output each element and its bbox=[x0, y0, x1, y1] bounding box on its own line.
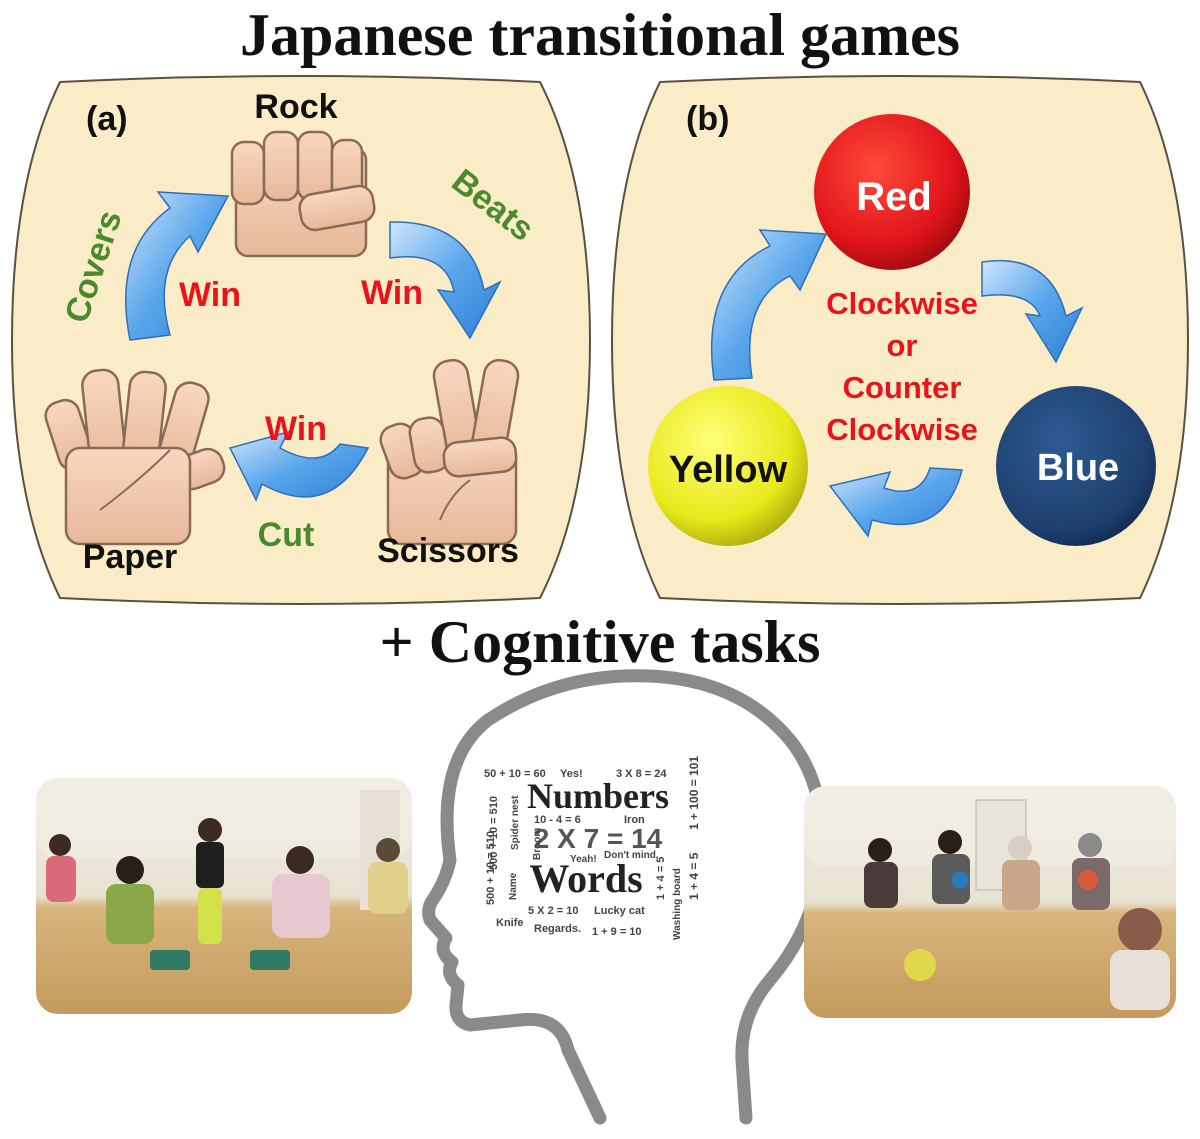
red-ball bbox=[814, 114, 970, 270]
cloud-eq-big: 2 X 7 = 14 bbox=[534, 823, 663, 854]
panel-b-label: (b) bbox=[686, 100, 729, 138]
cloud-vert-4: Name bbox=[508, 872, 519, 900]
arrow-blue-to-yellow bbox=[828, 467, 963, 538]
cloud-small-6: Don't mind. bbox=[604, 850, 659, 861]
yellow-label: Yellow bbox=[669, 449, 788, 491]
win-label-left: Win bbox=[179, 276, 241, 314]
scissors-label: Scissors bbox=[377, 532, 519, 570]
cloud-vert-0: 500 + 10 = 510 bbox=[488, 796, 500, 870]
arrow-scissors-to-paper bbox=[228, 430, 370, 502]
cloud-vert-7: 1 + 4 = 5 bbox=[687, 852, 701, 900]
blue-label: Blue bbox=[1037, 447, 1119, 489]
cloud-small-9: Knife bbox=[496, 917, 524, 929]
word-cloud: Numbers 2 X 7 = 14 Words 50 + 10 = 60 Ye… bbox=[484, 756, 701, 940]
cloud-small-4: Iron bbox=[624, 814, 645, 826]
cloud-words: Words bbox=[529, 856, 642, 901]
cloud-vert-5: 1 + 100 = 101 bbox=[687, 756, 701, 830]
cloud-small-5: Yeah! bbox=[570, 854, 597, 865]
arrow-yellow-to-red bbox=[710, 229, 828, 381]
yellow-ball bbox=[648, 386, 808, 546]
blue-ball bbox=[996, 386, 1156, 546]
paper-hand-icon bbox=[44, 368, 226, 546]
cloud-small-11: 1 + 9 = 10 bbox=[592, 926, 642, 938]
cloud-small-2: 3 X 8 = 24 bbox=[616, 768, 667, 780]
direction-line-1: Clockwise bbox=[826, 286, 978, 321]
arrow-paper-to-rock bbox=[124, 191, 230, 341]
cloud-vert-2: Broom bbox=[532, 828, 543, 860]
paper-label: Paper bbox=[83, 538, 178, 576]
main-title: Japanese transitional games bbox=[240, 2, 960, 68]
arrow-rock-to-scissors bbox=[389, 221, 502, 340]
direction-line-3: Counter bbox=[843, 370, 962, 405]
cloud-vert-1: Spider nest bbox=[510, 795, 521, 850]
subtitle: + Cognitive tasks bbox=[379, 609, 821, 675]
cloud-small-1: Yes! bbox=[560, 768, 583, 780]
cloud-vert-3: 500 + 10 = 510 bbox=[485, 831, 497, 905]
cloud-small-3: 10 - 4 = 6 bbox=[534, 814, 581, 826]
arrow-red-to-blue bbox=[981, 259, 1084, 364]
photo-exercise-right bbox=[804, 786, 1176, 1018]
panel-a-label: (a) bbox=[86, 100, 128, 138]
direction-line-4: Clockwise bbox=[826, 412, 978, 447]
cloud-small-7: 5 X 2 = 10 bbox=[528, 905, 578, 917]
cloud-small-10: Regards. bbox=[534, 923, 581, 935]
cloud-small-8: Lucky cat bbox=[594, 905, 645, 917]
direction-line-2: or bbox=[887, 328, 918, 363]
red-label: Red bbox=[856, 175, 932, 219]
cloud-small-0: 50 + 10 = 60 bbox=[484, 768, 546, 780]
rock-hand-icon bbox=[230, 130, 376, 258]
cloud-numbers: Numbers bbox=[527, 776, 669, 816]
cut-label: Cut bbox=[258, 516, 315, 554]
win-label-right: Win bbox=[361, 274, 423, 312]
cloud-small-12: 1 + 4 = 5 bbox=[655, 857, 667, 900]
rock-label: Rock bbox=[254, 88, 337, 126]
photo-exercise-left bbox=[36, 778, 412, 1014]
win-label-bottom: Win bbox=[265, 410, 327, 448]
scissors-hand-icon bbox=[379, 358, 520, 546]
cloud-vert-6: Washing board bbox=[672, 868, 683, 940]
